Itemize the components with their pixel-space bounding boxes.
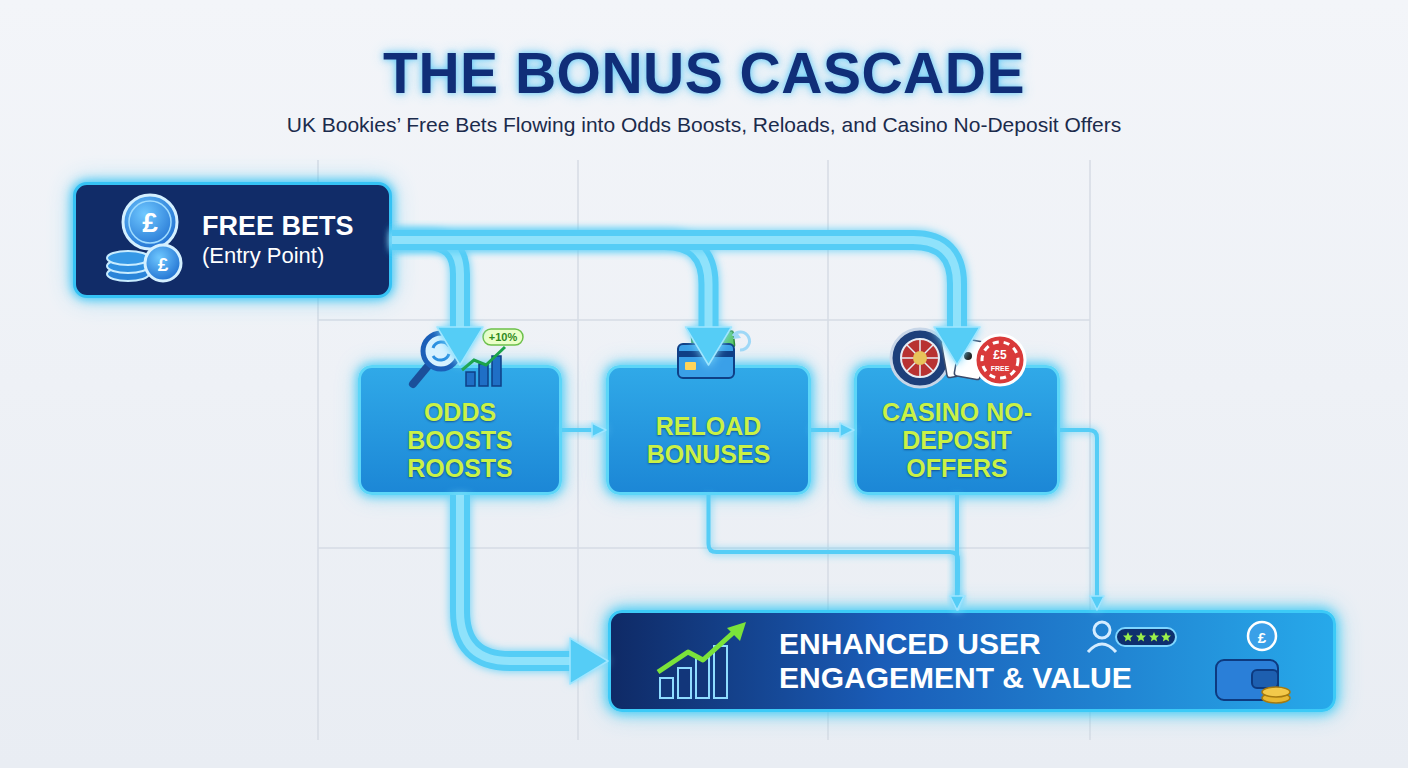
connector-line (709, 495, 959, 598)
arrow-head (951, 596, 965, 610)
connector-core (392, 240, 709, 329)
connector-arrow (811, 423, 854, 437)
arrow-head (686, 327, 732, 365)
outcome-box: ENHANCED USER ENGAGEMENT & VALUE (608, 610, 1336, 712)
flow-band (460, 495, 608, 684)
connector-arrow (562, 423, 606, 437)
refresh-arrows (433, 342, 449, 360)
grid-line (318, 319, 1090, 321)
chip-value: £5 (993, 349, 1006, 361)
entry-box: FREE BETS(Entry Point) (73, 182, 392, 298)
node-heading: ENHANCED USER ENGAGEMENT & VALUE (779, 627, 1169, 695)
card-stripe (678, 351, 734, 357)
arrow-head (840, 423, 854, 437)
percent-tag (483, 329, 523, 345)
magnifier-lens (423, 333, 459, 369)
arrow-head (592, 423, 606, 437)
arrow-head (1090, 596, 1104, 610)
flow-band (392, 240, 732, 365)
banknote (691, 331, 734, 351)
node-heading: ODDS BOOSTS ROOSTS (380, 398, 540, 482)
currency-symbol: £ (158, 255, 169, 274)
reload-arrow (733, 332, 749, 350)
grid-line (577, 160, 579, 740)
process-box: ODDS BOOSTS ROOSTS (358, 365, 562, 495)
connector-arrow (709, 495, 966, 610)
connector-line (811, 428, 842, 432)
flow-band (392, 240, 483, 365)
arrow-head (934, 327, 980, 365)
chip-text: FREE (991, 365, 1010, 372)
connector-line (460, 495, 572, 661)
node-heading: FREE BETS (202, 210, 354, 242)
connector-line (562, 428, 594, 432)
connector-line (1060, 430, 1097, 598)
connector-line (392, 240, 460, 329)
connector-line (392, 240, 709, 329)
connector-core (392, 240, 957, 329)
connector-line (955, 495, 959, 598)
roulette-hub (913, 351, 927, 365)
node-heading: CASINO NO-DEPOSIT OFFERS (857, 398, 1057, 482)
diagram-caption: UK Bookies’ Free Bets Flowing into Odds … (0, 112, 1408, 138)
connector-core (460, 495, 572, 661)
flow-band (392, 240, 980, 365)
card-pip (964, 352, 972, 360)
node-heading: RELOAD BONUSES (629, 412, 789, 468)
currency-symbol: £ (142, 209, 158, 237)
grid-line (318, 547, 1090, 549)
connector-arrow (950, 495, 964, 610)
card-pip (949, 345, 955, 351)
arrow-head (570, 638, 608, 684)
process-box: CASINO NO-DEPOSIT OFFERS (854, 365, 1060, 495)
boost-percent: +10% (489, 332, 517, 343)
process-box: RELOAD BONUSES (606, 365, 811, 495)
diagram-title: THE BONUS CASCADE (0, 40, 1408, 106)
connector-arrow (1060, 430, 1104, 610)
connector-core (392, 240, 460, 329)
reload-arrow-head (733, 331, 741, 339)
arrow-head (950, 596, 964, 610)
arrow-head (437, 327, 483, 365)
node-subtext: (Entry Point) (202, 242, 324, 270)
currency-symbol: £ (1258, 630, 1266, 645)
connector-line (392, 240, 957, 329)
